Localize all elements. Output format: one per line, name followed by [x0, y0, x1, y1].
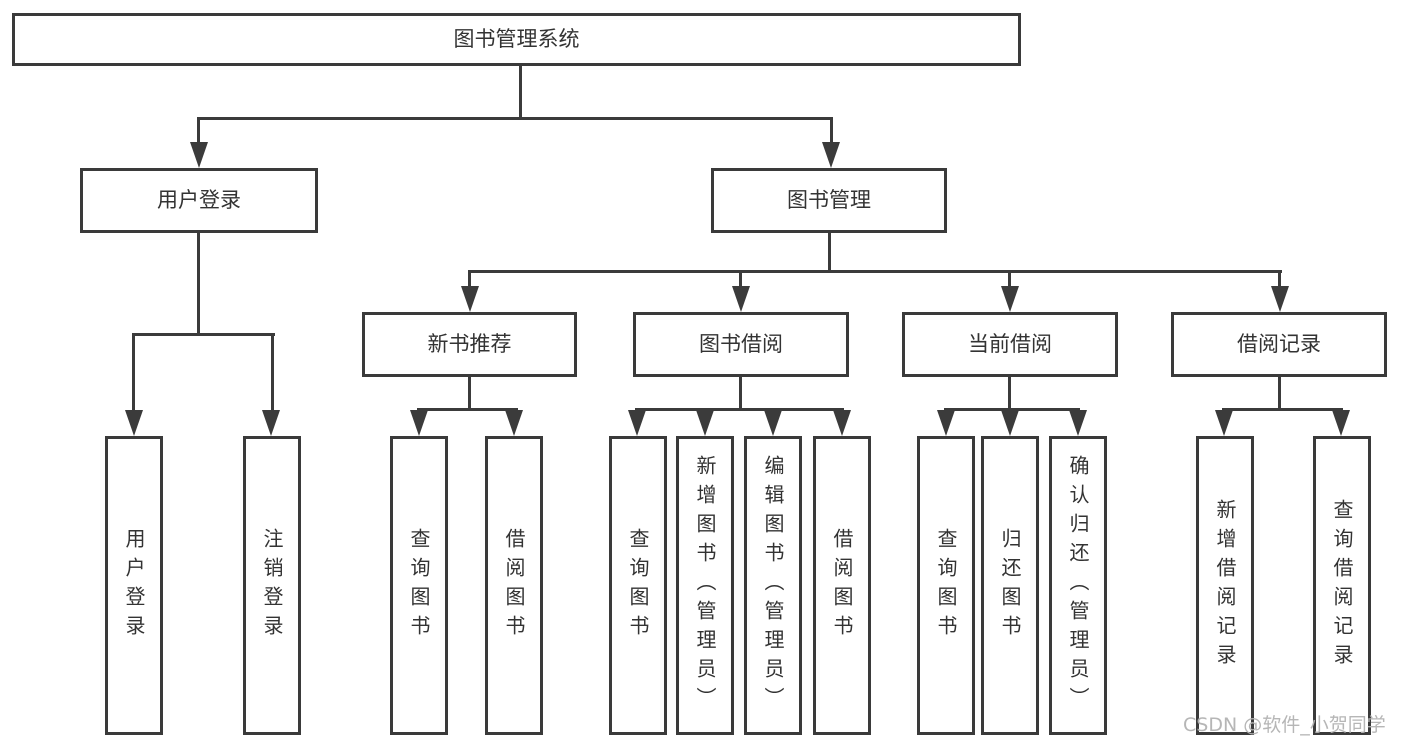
leaf-query-books-current: 查询图书: [917, 436, 975, 735]
connector-line: [271, 333, 274, 411]
leaf-add-books-admin: 新增图书（管理员）: [676, 436, 734, 735]
connector-line: [1278, 270, 1281, 288]
arrow-down-icon: [1332, 410, 1350, 436]
node-system-root-label: 图书管理系统: [453, 26, 580, 51]
arrow-down-icon: [822, 142, 840, 168]
leaf-query-books-recommend-label: 查询图书: [407, 527, 431, 644]
connector-line: [944, 408, 1080, 411]
connector-line: [1008, 270, 1011, 288]
leaf-query-books-borrowing-label: 查询图书: [626, 527, 650, 644]
connector-line: [468, 270, 471, 288]
arrow-down-icon: [410, 410, 428, 436]
connector-line: [830, 117, 833, 145]
arrow-down-icon: [1271, 286, 1289, 312]
csdn-watermark: CSDN @软件_小贺同学: [1183, 714, 1386, 736]
node-book-management: 图书管理: [711, 168, 947, 233]
connector-line: [828, 233, 831, 272]
node-new-book-recommend-label: 新书推荐: [427, 331, 512, 356]
connector-line: [1278, 377, 1281, 409]
node-borrow-records: 借阅记录: [1171, 312, 1387, 377]
connector-line: [1222, 408, 1343, 411]
leaf-borrow-books-recommend: 借阅图书: [485, 436, 543, 735]
arrow-down-icon: [696, 410, 714, 436]
node-user-login-label: 用户登录: [157, 187, 241, 212]
leaf-borrow-books-recommend-label: 借阅图书: [502, 527, 526, 644]
leaf-logout: 注销登录: [243, 436, 301, 735]
arrow-down-icon: [1001, 410, 1019, 436]
leaf-query-books-borrowing: 查询图书: [609, 436, 667, 735]
arrow-down-icon: [937, 410, 955, 436]
arrow-down-icon: [505, 410, 523, 436]
leaf-add-books-admin-label: 新增图书（管理员）: [693, 455, 717, 716]
node-book-management-label: 图书管理: [787, 187, 871, 212]
leaf-confirm-return-admin: 确认归还（管理员）: [1049, 436, 1107, 735]
node-new-book-recommend: 新书推荐: [362, 312, 577, 377]
leaf-query-borrow-record: 查询借阅记录: [1313, 436, 1371, 735]
node-current-borrowing: 当前借阅: [902, 312, 1118, 377]
node-book-borrowing-label: 图书借阅: [699, 331, 783, 356]
arrow-down-icon: [262, 410, 280, 436]
leaf-return-books-label: 归还图书: [998, 527, 1022, 644]
arrow-down-icon: [1001, 286, 1019, 312]
leaf-query-books-current-label: 查询图书: [934, 527, 958, 644]
leaf-query-borrow-record-label: 查询借阅记录: [1330, 498, 1354, 673]
leaf-add-borrow-record-label: 新增借阅记录: [1213, 498, 1237, 673]
connector-line: [197, 117, 200, 145]
leaf-confirm-return-admin-label: 确认归还（管理员）: [1066, 455, 1090, 716]
arrow-down-icon: [190, 142, 208, 168]
arrow-down-icon: [732, 286, 750, 312]
arrow-down-icon: [1069, 410, 1087, 436]
node-current-borrowing-label: 当前借阅: [968, 331, 1052, 356]
connector-line: [468, 270, 1282, 273]
leaf-user-login-label: 用户登录: [122, 527, 146, 644]
leaf-borrow-books-borrowing-label: 借阅图书: [830, 527, 854, 644]
arrow-down-icon: [125, 410, 143, 436]
connector-line: [635, 408, 844, 411]
node-book-borrowing: 图书借阅: [633, 312, 849, 377]
node-user-login: 用户登录: [80, 168, 318, 233]
leaf-user-login: 用户登录: [105, 436, 163, 735]
connector-line: [417, 408, 518, 411]
connector-line: [197, 117, 833, 120]
leaf-edit-books-admin-label: 编辑图书（管理员）: [761, 455, 785, 716]
connector-line: [739, 270, 742, 288]
connector-line: [519, 66, 522, 119]
connector-line: [1008, 377, 1011, 409]
arrow-down-icon: [1215, 410, 1233, 436]
leaf-add-borrow-record: 新增借阅记录: [1196, 436, 1254, 735]
connector-line: [739, 377, 742, 409]
leaf-borrow-books-borrowing: 借阅图书: [813, 436, 871, 735]
node-system-root: 图书管理系统: [12, 13, 1021, 66]
arrow-down-icon: [833, 410, 851, 436]
node-borrow-records-label: 借阅记录: [1237, 331, 1321, 356]
connector-line: [197, 233, 200, 333]
connector-line: [132, 333, 275, 336]
leaf-edit-books-admin: 编辑图书（管理员）: [744, 436, 802, 735]
leaf-return-books: 归还图书: [981, 436, 1039, 735]
arrow-down-icon: [461, 286, 479, 312]
connector-line: [468, 377, 471, 409]
arrow-down-icon: [764, 410, 782, 436]
connector-line: [132, 333, 135, 411]
leaf-logout-label: 注销登录: [260, 527, 284, 644]
leaf-query-books-recommend: 查询图书: [390, 436, 448, 735]
arrow-down-icon: [628, 410, 646, 436]
